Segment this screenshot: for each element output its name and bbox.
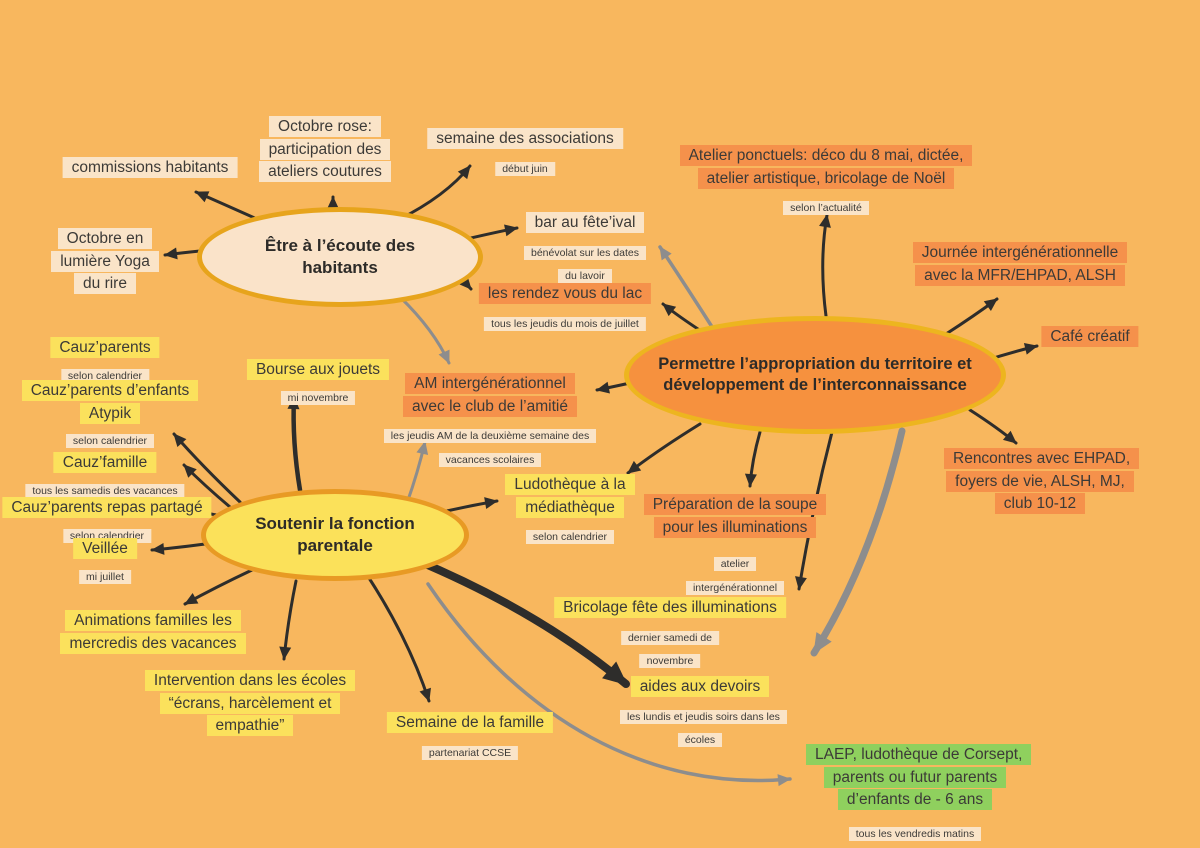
center-node-ecoute-label: Être à l’écoute des habitants [264,235,416,277]
node-aides-devoirs[interactable]: aides aux devoirs les lundis et jeudis s… [620,676,787,750]
node-bourse-jouets[interactable]: Bourse aux jouets mi novembre [246,359,390,408]
center-node-ecoute[interactable]: Être à l’écoute des habitants [197,207,483,307]
node-octobre-rose[interactable]: Octobre rose: participation des ateliers… [249,116,401,184]
node-cafe-creatif[interactable]: Café créatif [1041,326,1139,349]
arrow-territoire-soupe [744,430,762,488]
center-node-territoire-label: Permettre l’appropriation du territoire … [658,354,972,394]
node-intervention-ecoles[interactable]: Intervention dans les écoles “écrans, ha… [129,670,371,738]
center-node-parentale-label: Soutenir la fonction parentale [255,513,415,555]
node-bar-feteival[interactable]: bar au fête’ival bénévolat sur les dates… [521,212,649,286]
node-semaine-famille[interactable]: Semaine de la famille partenariat CCSE [386,712,554,763]
node-bricolage-illuminations[interactable]: Bricolage fête des illuminations dernier… [554,597,786,671]
arrow-parentale-aides-devoirs [412,556,630,688]
arrow-parentale-intervention [279,579,298,661]
node-semaine-associations[interactable]: semaine des associations début juin [427,128,623,179]
center-node-parentale[interactable]: Soutenir la fonction parentale [201,489,469,581]
arrow-parentale-laep-gray [426,582,792,787]
arrow-parentale-atypik [172,432,242,504]
arrow-parentale-bourse [287,394,303,493]
node-cauz-parents-atypik[interactable]: Cauz’parents d’enfants Atypik selon cale… [17,380,203,452]
arrow-parentale-animations [183,568,254,606]
node-soupe-illuminations[interactable]: Préparation de la soupe pour les illumin… [637,494,833,598]
node-cauz-parents[interactable]: Cauz’parents selon calendrier [50,337,160,386]
arrow-territoire-ludotheque [626,422,702,475]
node-octobre-lumiere[interactable]: Octobre en lumière Yoga du rire [46,228,164,296]
node-cauz-famille[interactable]: Cauz’famille tous les samedis des vacanc… [25,452,185,501]
arrow-territoire-devoirs-gray [810,427,906,657]
node-laep[interactable]: LAEP, ludothèque de Corsept, parents ou … [806,744,1032,844]
arrow-ecoute-am-gray [398,295,451,365]
center-node-territoire[interactable]: Permettre l’appropriation du territoire … [624,316,1006,434]
arrow-territoire-bar-gray [658,245,716,332]
node-cauz-repas-partage[interactable]: Cauz’parents repas partagé selon calendr… [2,497,212,546]
node-ludotheque[interactable]: Ludothèque à la médiathèque selon calend… [495,474,645,548]
arrow-territoire-am [595,381,632,394]
arrow-parentale-famille [182,463,232,509]
node-ateliers-ponctuels[interactable]: Atelier ponctuels: déco du 8 mai, dictée… [665,145,987,219]
node-journee-intergenerationnelle[interactable]: Journée intergénérationnelle avec la MFR… [906,242,1134,287]
arrow-ecoute-octobre-lumiere [163,247,202,260]
arrow-parentale-semaine-famille [367,576,431,703]
node-veillee[interactable]: Veillée mi juillet [73,538,137,587]
node-commissions-habitants[interactable]: commissions habitants [62,157,238,180]
arrow-territoire-rencontres [968,408,1018,445]
node-rendez-vous-lac[interactable]: les rendez vous du lac tous les jeudis d… [478,283,652,334]
arrow-territoire-ateliers [819,213,831,318]
node-am-intergenerationnel[interactable]: AM intergénérationnel avec le club de l’… [383,373,597,470]
node-animations-familles[interactable]: Animations familles les mercredis des va… [42,610,264,655]
node-rencontres-ehpad[interactable]: Rencontres avec EHPAD, foyers de vie, AL… [944,448,1140,516]
arrow-territoire-journee [944,297,999,336]
